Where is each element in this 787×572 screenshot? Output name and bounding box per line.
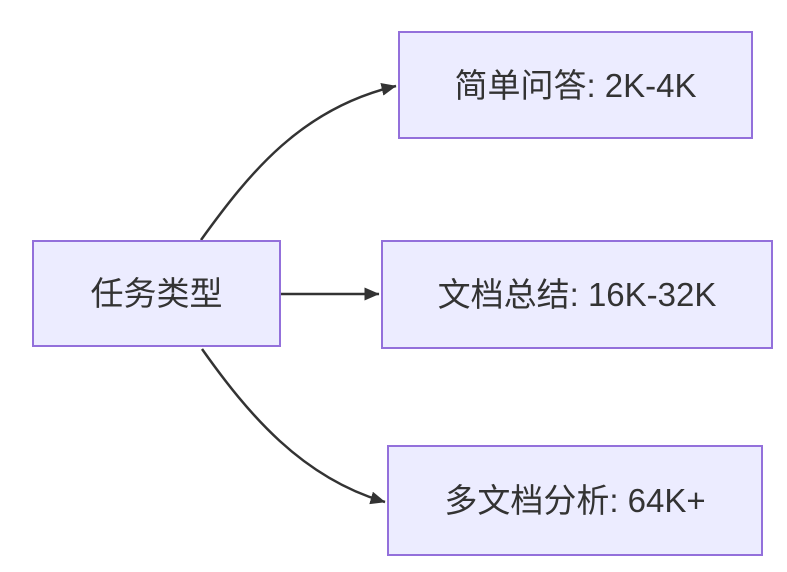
edge-root-to-simple-qa — [199, 82, 397, 241]
node-task-type-label: 任务类型 — [90, 275, 223, 312]
node-multi-doc: 多文档分析: 64K+ — [387, 445, 763, 556]
edge-root-to-multi-doc — [200, 348, 386, 505]
node-doc-summary-label: 文档总结: 16K-32K — [437, 276, 717, 313]
node-doc-summary: 文档总结: 16K-32K — [381, 240, 773, 349]
node-simple-qa: 简单问答: 2K-4K — [398, 31, 753, 139]
node-task-type: 任务类型 — [32, 240, 281, 347]
node-simple-qa-label: 简单问答: 2K-4K — [454, 66, 697, 104]
node-multi-doc-label: 多文档分析: 64K+ — [444, 482, 706, 519]
